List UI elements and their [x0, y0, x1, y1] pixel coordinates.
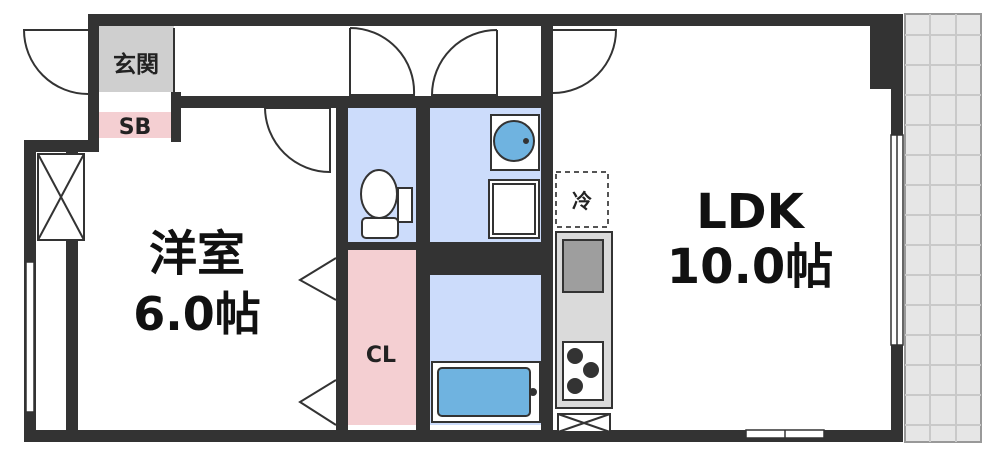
closet-label: CL [366, 343, 396, 368]
balcony [904, 13, 982, 443]
shoe-box [99, 112, 171, 138]
door-swings [22, 26, 618, 174]
entrance-label: 玄関 [113, 51, 159, 78]
vent-grille [557, 413, 611, 433]
windows [25, 134, 904, 439]
ldk-size: 10.0帖 [667, 239, 833, 295]
kitchen-counter [555, 231, 613, 409]
ldk-name: LDK [696, 184, 805, 240]
western-room-name: 洋室 [149, 226, 245, 282]
shoe-box-label: SB [119, 115, 152, 140]
closet-floor [346, 250, 416, 425]
storage-unit [37, 153, 85, 241]
washing-machine-space [488, 179, 540, 239]
western-room-size: 6.0帖 [133, 287, 261, 341]
bathtub-icon [431, 361, 541, 423]
fridge-label: 冷 [572, 189, 592, 213]
entrance-floor [99, 26, 174, 92]
toilet-icon [360, 169, 413, 239]
fridge-space [555, 171, 609, 228]
walls [24, 14, 903, 442]
closet-doors [298, 257, 337, 426]
wash-basin-icon [490, 114, 540, 171]
